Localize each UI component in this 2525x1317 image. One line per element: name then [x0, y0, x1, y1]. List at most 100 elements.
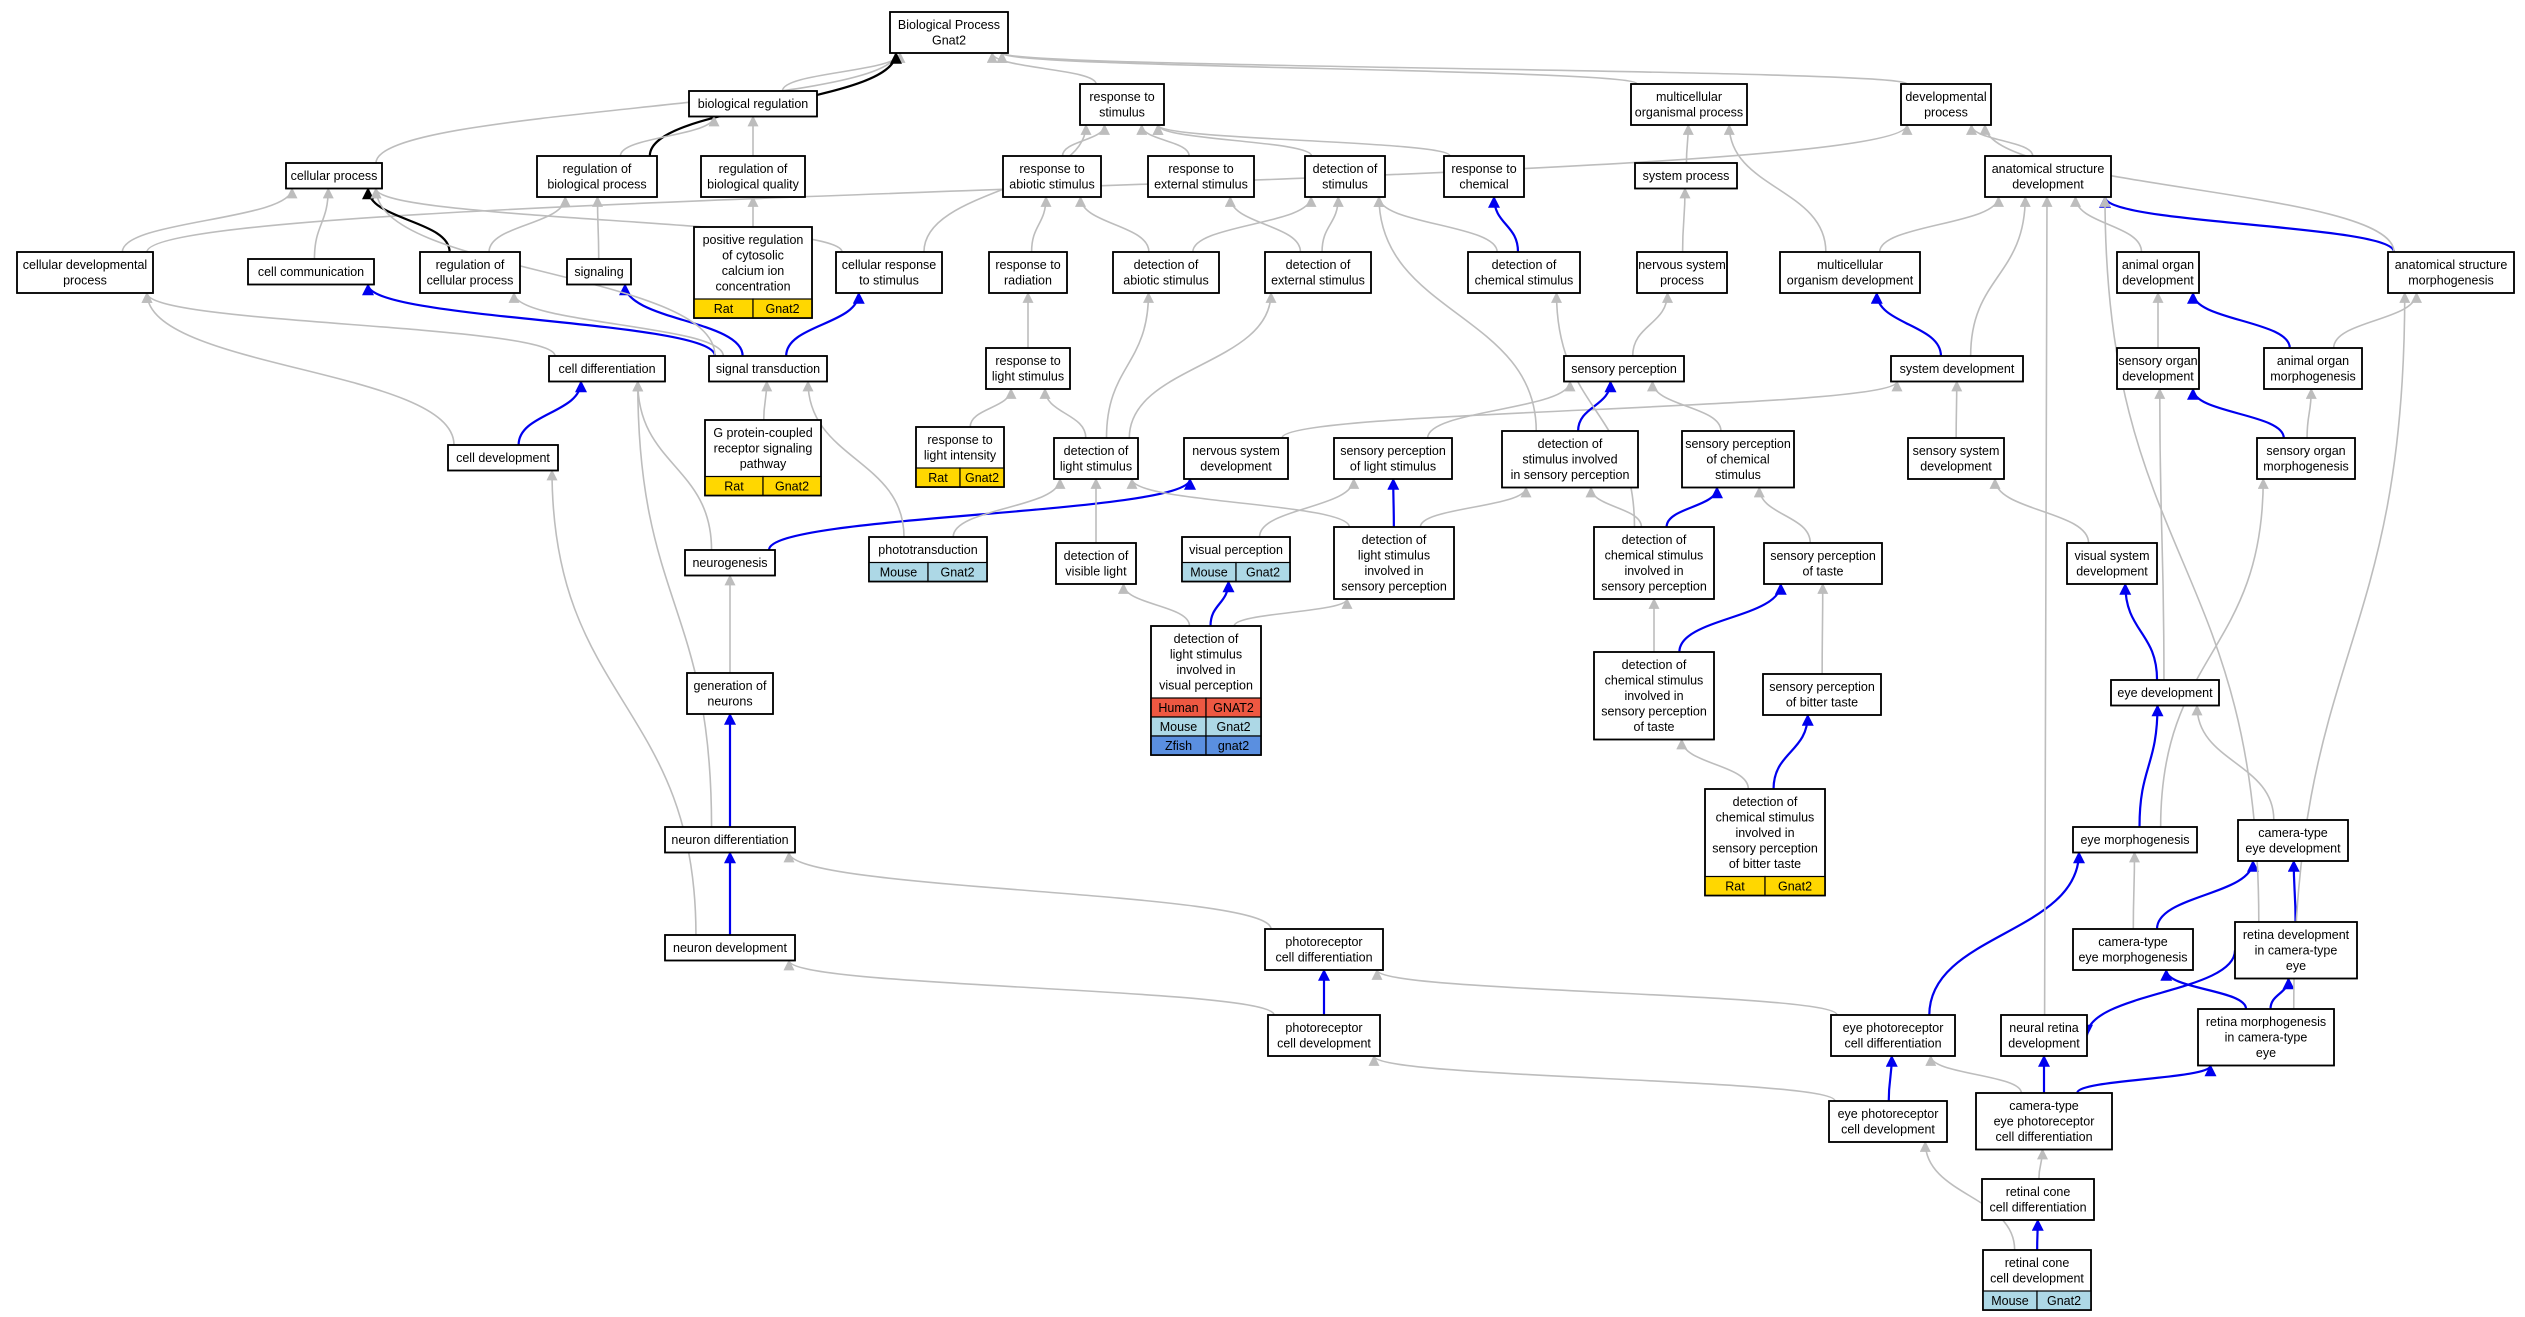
- node-label: light stimulus: [1358, 549, 1430, 563]
- node-label: signal transduction: [716, 362, 820, 376]
- node-cell-development[interactable]: cell development: [447, 444, 559, 472]
- node-outline: [2387, 251, 2515, 294]
- node-label: cell development: [456, 451, 550, 465]
- node-label: radiation: [1004, 274, 1052, 288]
- node-label: abiotic stimulus: [1123, 274, 1208, 288]
- node-sys-dev[interactable]: system development: [1890, 355, 2024, 383]
- node-outline: [1762, 673, 1882, 716]
- node-label: stimulus involved: [1522, 453, 1617, 467]
- node-outline: [2116, 347, 2200, 390]
- node-eye-morph[interactable]: eye morphogenesis: [2072, 826, 2198, 854]
- node-eye-dev[interactable]: eye development: [2110, 679, 2220, 707]
- node-box: [1501, 430, 1639, 489]
- node-outline: [2110, 679, 2220, 707]
- node-box: [1304, 155, 1386, 198]
- node-bioreg[interactable]: biological regulation: [688, 90, 818, 118]
- node-outline: [2066, 542, 2158, 585]
- node-outline: [1304, 155, 1386, 198]
- node-cell-diff[interactable]: cell differentiation: [548, 355, 666, 383]
- node-cell-proc[interactable]: cellular process: [285, 162, 383, 190]
- species-label: Mouse: [1190, 566, 1228, 580]
- node-signaling[interactable]: signaling: [566, 258, 632, 286]
- node-sig-trans[interactable]: signal transduction: [708, 355, 828, 383]
- node-outline: [686, 672, 774, 715]
- node-sys-proc[interactable]: system process: [1634, 162, 1738, 190]
- node-outline: [2197, 1008, 2335, 1067]
- node-outline: [664, 934, 796, 962]
- node-sens-perc[interactable]: sensory perception: [1563, 355, 1685, 383]
- node-outline: [1264, 928, 1384, 971]
- node-cell-comm[interactable]: cell communication: [247, 258, 375, 286]
- node-neuron-diff[interactable]: neuron differentiation: [664, 826, 796, 854]
- node-outline: [16, 251, 154, 294]
- edge-sens_perc-to-ns_proc: [1631, 291, 1673, 357]
- node-label: light stimulus: [992, 370, 1064, 384]
- node-outline: [1002, 155, 1102, 198]
- node-box: [688, 90, 818, 118]
- node-neurogenesis[interactable]: neurogenesis: [684, 549, 776, 577]
- node-label: eye photoreceptor: [1843, 1021, 1944, 1035]
- node-neuron-dev[interactable]: neuron development: [664, 934, 796, 962]
- node-label: eye photoreceptor: [1838, 1107, 1939, 1121]
